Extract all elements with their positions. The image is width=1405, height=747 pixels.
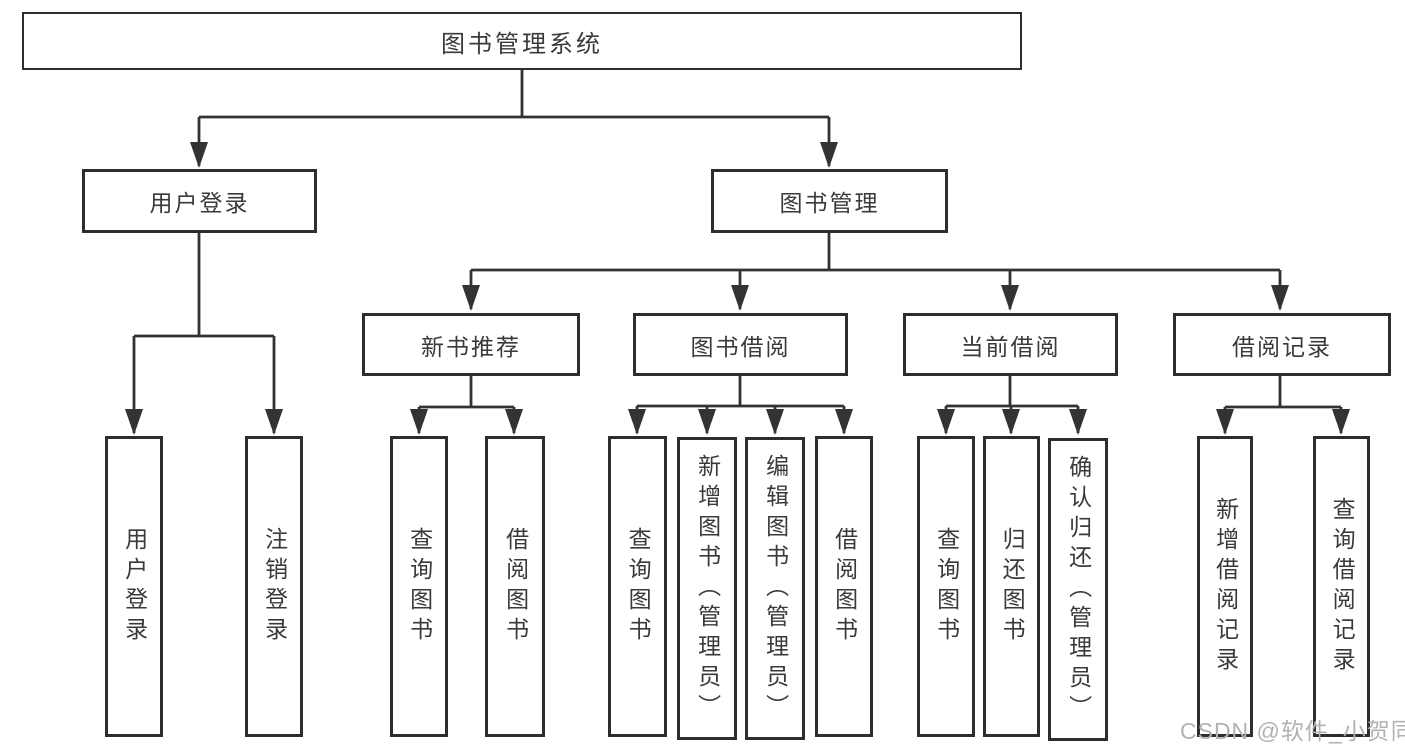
leaf-bb-query-books: 查询图书	[608, 436, 667, 737]
node-user-login: 用户登录	[82, 169, 317, 233]
leaf-user-login: 用户登录	[105, 436, 163, 737]
leaf-br-query-borrow-record: 查询借阅记录	[1313, 436, 1370, 737]
csdn-watermark: CSDN @软件_小贺同学	[1180, 718, 1405, 744]
leaf-bb-edit-books-admin: 编辑图书（管理员）	[745, 437, 805, 740]
leaf-logout: 注销登录	[245, 436, 303, 737]
node-book-borrowing: 图书借阅	[633, 313, 848, 376]
node-book-management: 图书管理	[711, 169, 948, 233]
leaf-nbr-query-books: 查询图书	[390, 436, 448, 737]
node-new-book-recommendation: 新书推荐	[362, 313, 580, 376]
leaf-bb-borrow-books: 借阅图书	[815, 436, 873, 737]
leaf-cb-query-books: 查询图书	[917, 436, 975, 737]
node-library-management-system: 图书管理系统	[22, 12, 1022, 70]
leaf-bb-add-books-admin: 新增图书（管理员）	[677, 437, 737, 740]
leaf-nbr-borrow-books: 借阅图书	[485, 436, 545, 737]
leaf-cb-return-books: 归还图书	[983, 436, 1040, 737]
node-current-borrowing: 当前借阅	[903, 313, 1118, 376]
leaf-cb-confirm-return-admin: 确认归还（管理员）	[1048, 438, 1108, 741]
leaf-br-add-borrow-record: 新增借阅记录	[1197, 436, 1253, 737]
node-borrowing-records: 借阅记录	[1173, 313, 1391, 376]
